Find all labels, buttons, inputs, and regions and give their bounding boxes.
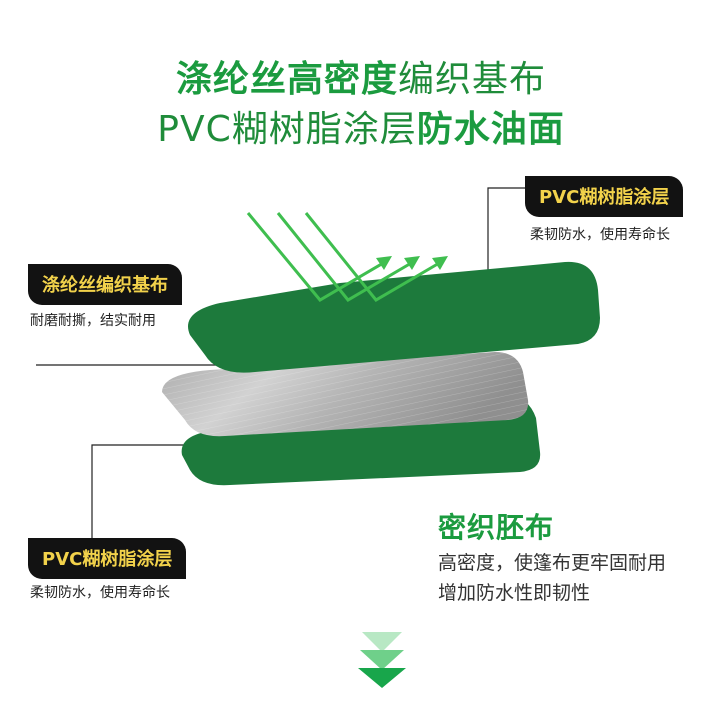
caption-pvc-bottom: 柔韧防水，使用寿命长: [30, 585, 170, 601]
caption-pvc-top: 柔韧防水，使用寿命长: [530, 227, 670, 243]
feature-line-1: 高密度，使篷布更牢固耐用: [438, 552, 667, 574]
top-pvc-layer: [188, 261, 600, 373]
scroll-down-chevrons-icon: [358, 632, 406, 688]
feature-line-2: 增加防水性即韧性: [438, 582, 591, 604]
label-pvc-top: PVC糊树脂涂层: [525, 176, 684, 217]
headline-line-2: PVC糊树脂涂层防水油面: [0, 100, 722, 152]
reflect-arrows-icon: [246, 212, 448, 302]
caption-fabric-base: 耐磨耐撕，结实耐用: [30, 313, 156, 329]
label-fabric-base: 涤纶丝编织基布: [28, 264, 182, 305]
headline-line-1: 涤纶丝高密度编织基布: [0, 50, 722, 102]
headline-emphasis: 防水油面: [416, 109, 565, 150]
label-pvc-bottom: PVC糊树脂涂层: [28, 538, 187, 579]
headline-bold-part: 涤纶丝高密度: [175, 59, 398, 100]
headline-rest-part: 编织基布: [398, 59, 547, 100]
headline-prefix: PVC糊树脂涂层: [157, 109, 417, 150]
feature-title: 密织胚布: [438, 511, 555, 544]
